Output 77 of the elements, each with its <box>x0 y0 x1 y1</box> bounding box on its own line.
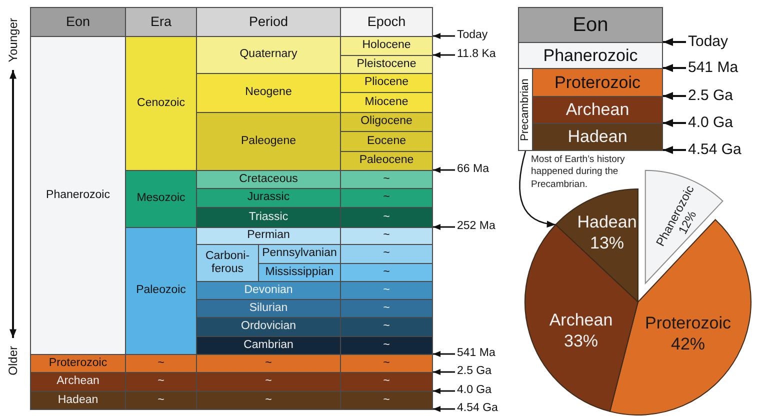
epoch-cell: Oligocene <box>340 112 433 132</box>
column-header: Eon <box>30 7 126 37</box>
period-cell: Neogene <box>196 73 341 113</box>
column-header: Epoch <box>340 7 433 37</box>
epoch-cell: ~ <box>340 299 433 318</box>
axis-label: Younger <box>6 18 20 62</box>
period-cell: ~ <box>196 354 341 373</box>
period-cell: Paleogene <box>196 112 341 171</box>
period-cell: Carboni-ferous <box>196 244 259 282</box>
time-label: 4.54 Ga <box>688 141 742 159</box>
epoch-cell: Pleistocene <box>340 55 433 74</box>
eon-cell: Proterozoic <box>30 354 126 373</box>
period-cell: Triassic <box>196 207 341 228</box>
eon-cell: Phanerozoic <box>518 42 663 69</box>
slice-label: Proterozoic 42% <box>645 313 731 354</box>
epoch-cell: ~ <box>340 281 433 300</box>
epoch-cell: ~ <box>340 372 433 392</box>
epoch-cell: Pliocene <box>340 73 433 93</box>
eon-cell: Archean <box>30 372 126 392</box>
time-label: 4.0 Ga <box>688 114 734 132</box>
period-cell: ~ <box>196 391 341 410</box>
eon-group-cell: Precambrian <box>518 68 533 151</box>
column-header: Eon <box>518 7 663 43</box>
era-cell: Paleozoic <box>125 227 197 355</box>
epoch-cell: ~ <box>340 244 433 264</box>
period-cell: Quaternary <box>196 36 341 74</box>
time-label: 66 Ma <box>457 163 489 177</box>
era-cell: ~ <box>125 372 197 392</box>
period-cell: Ordovician <box>196 317 341 337</box>
epoch-cell: ~ <box>340 391 433 410</box>
period-cell: Permian <box>196 227 341 245</box>
time-label: 11.8 Ka <box>457 48 496 62</box>
axis-label: Older <box>6 346 20 376</box>
period-cell: Cambrian <box>196 336 341 355</box>
slice-label: Archean 33% <box>549 310 613 350</box>
eon-cell: Archean <box>532 96 663 124</box>
time-label: Today <box>688 33 728 51</box>
era-cell: ~ <box>125 354 197 373</box>
era-cell: ~ <box>125 391 197 410</box>
epoch-cell: ~ <box>340 263 433 282</box>
period-cell: Pennsylvanian <box>258 244 341 264</box>
epoch-cell: ~ <box>340 336 433 355</box>
time-label: 2.5 Ga <box>688 87 734 105</box>
eon-cell: Proterozoic <box>532 68 663 97</box>
time-label: 541 Ma <box>457 347 496 361</box>
epoch-cell: ~ <box>340 170 433 189</box>
epoch-cell: ~ <box>340 207 433 228</box>
epoch-cell: ~ <box>340 354 433 373</box>
epoch-cell: ~ <box>340 317 433 337</box>
era-cell: Cenozoic <box>125 36 197 171</box>
period-cell: Silurian <box>196 299 341 318</box>
time-label: 252 Ma <box>457 220 496 234</box>
period-cell: Mississippian <box>258 263 341 282</box>
time-label: 2.5 Ga <box>457 365 492 379</box>
time-label: 4.0 Ga <box>457 384 492 398</box>
column-header: Period <box>196 7 341 37</box>
period-cell: ~ <box>196 372 341 392</box>
eon-cell: Hadean <box>532 123 663 151</box>
era-cell: Mesozoic <box>125 170 197 228</box>
slice-label: Hadean 13% <box>577 212 637 252</box>
time-label: 4.54 Ga <box>457 402 498 416</box>
epoch-cell: ~ <box>340 188 433 208</box>
epoch-cell: Miocene <box>340 92 433 113</box>
period-cell: Cretaceous <box>196 170 341 189</box>
epoch-cell: ~ <box>340 227 433 245</box>
epoch-cell: Eocene <box>340 131 433 152</box>
column-header: Era <box>125 7 197 37</box>
eon-cell: Phanerozoic <box>30 36 126 355</box>
period-cell: Devonian <box>196 281 341 300</box>
curved-arrow <box>519 150 556 228</box>
epoch-cell: Holocene <box>340 36 433 56</box>
period-cell: Jurassic <box>196 188 341 208</box>
eon-cell: Hadean <box>30 391 126 410</box>
time-label: 541 Ma <box>688 59 738 77</box>
note-text: Most of Earth’s history happened during the Precambrian. <box>531 154 626 191</box>
time-label: Today <box>457 29 488 43</box>
epoch-cell: Paleocene <box>340 151 433 171</box>
